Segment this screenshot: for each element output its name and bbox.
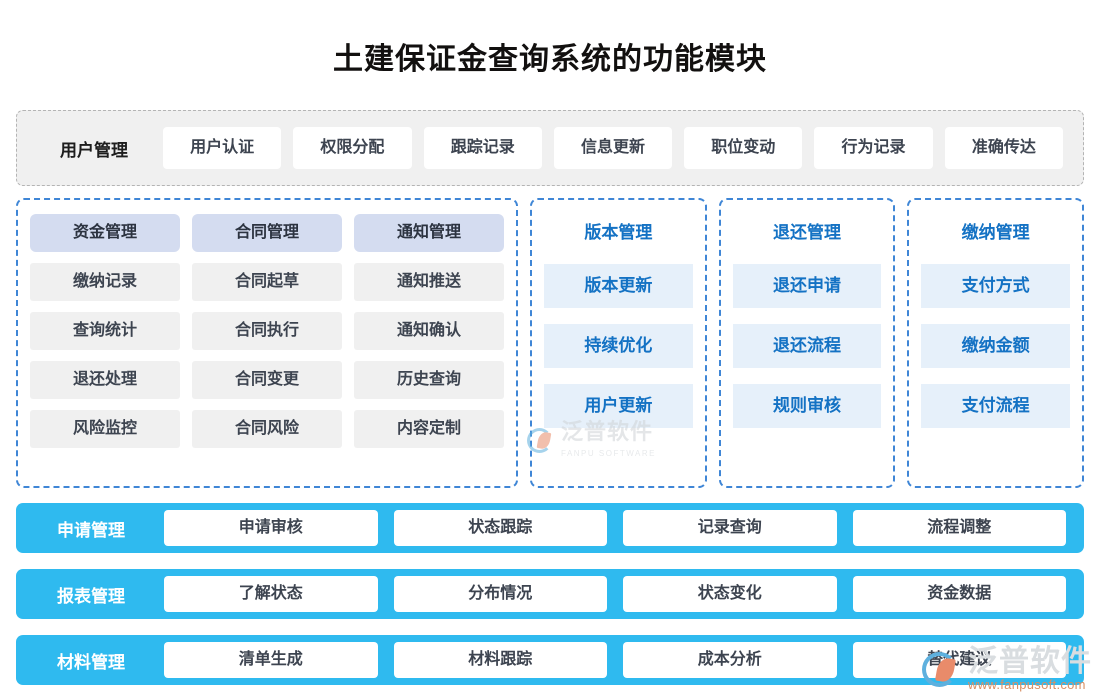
bar-chip-application-review[interactable]: 申请审核 [164,510,378,546]
column-head-contract[interactable]: 合同管理 [192,214,342,252]
group-refund-management: 退还管理 退还申请 退还流程 规则审核 [718,198,896,488]
cell-contract-execute[interactable]: 合同执行 [192,312,342,350]
top-chip-permission[interactable]: 权限分配 [293,127,412,169]
top-chip-accurate-delivery[interactable]: 准确传达 [944,127,1063,169]
cell-continuous-optimize[interactable]: 持续优化 [544,324,693,368]
cell-rule-review[interactable]: 规则审核 [732,384,882,428]
cell-payment-method[interactable]: 支付方式 [921,264,1071,308]
bar-chip-cost-analysis[interactable]: 成本分析 [623,642,837,678]
cell-contract-draft[interactable]: 合同起草 [192,263,342,301]
top-chip-position-change[interactable]: 职位变动 [684,127,803,169]
group-version-management: 版本管理 版本更新 持续优化 用户更新 [530,198,707,488]
row-lead-label: 用户管理 [60,140,128,160]
cell-refund-process[interactable]: 退还处理 [30,361,180,399]
bar-chip-material-tracking[interactable]: 材料跟踪 [393,642,607,678]
group-head-refund[interactable]: 退还管理 [773,223,841,242]
column-head-notice[interactable]: 通知管理 [354,214,504,252]
cell-query-stats[interactable]: 查询统计 [30,312,180,350]
bar-application-management: 申请管理 申请审核 状态跟踪 记录查询 流程调整 [16,503,1084,553]
cell-risk-monitor[interactable]: 风险监控 [30,410,180,448]
column-fund-management: 资金管理 缴纳记录 查询统计 退还处理 风险监控 [30,214,180,472]
user-management-row: 用户管理 用户认证 权限分配 跟踪记录 信息更新 职位变动 行为记录 准确传达 [16,110,1084,186]
cell-notice-confirm[interactable]: 通知确认 [354,312,504,350]
group-head-version[interactable]: 版本管理 [584,223,653,242]
bar-chip-status-change[interactable]: 状态变化 [623,576,837,612]
bar-chip-list-generate[interactable]: 清单生成 [164,642,378,678]
cell-refund-flow[interactable]: 退还流程 [732,324,882,368]
group-payment-management: 缴纳管理 支付方式 缴纳金额 支付流程 [907,198,1085,488]
bar-chip-substitute-advice[interactable]: 替代建议 [852,642,1066,678]
column-head-fund[interactable]: 资金管理 [30,214,180,252]
bar-chip-status-tracking[interactable]: 状态跟踪 [393,510,607,546]
bar-report-management: 报表管理 了解状态 分布情况 状态变化 资金数据 [16,569,1084,619]
top-chip-info-update[interactable]: 信息更新 [553,127,673,169]
bar-chip-record-query[interactable]: 记录查询 [623,510,837,546]
cell-history-query[interactable]: 历史查询 [354,361,504,399]
cell-content-custom[interactable]: 内容定制 [354,410,504,448]
group-head-payment[interactable]: 缴纳管理 [961,223,1030,242]
bar-chip-distribution[interactable]: 分布情况 [393,576,607,612]
bar-lead-material: 材料管理 [57,652,125,672]
top-chip-user-auth[interactable]: 用户认证 [163,127,282,169]
bar-chip-fund-data[interactable]: 资金数据 [852,576,1066,612]
bar-chip-flow-adjust[interactable]: 流程调整 [852,510,1066,546]
page-title: 土建保证金查询系统的功能模块 [333,43,767,76]
cell-contract-risk[interactable]: 合同风险 [192,410,342,448]
bottom-bars: 申请管理 申请审核 状态跟踪 记录查询 流程调整 报表管理 了解状态 分布情况 … [16,503,1084,685]
bar-lead-report: 报表管理 [57,586,125,606]
group-core-modules: 资金管理 缴纳记录 查询统计 退还处理 风险监控 合同管理 合同起草 合同执行 … [16,198,518,488]
cell-refund-application[interactable]: 退还申请 [732,264,882,308]
bar-material-management: 材料管理 清单生成 材料跟踪 成本分析 替代建议 [16,635,1084,685]
cell-contract-change[interactable]: 合同变更 [192,361,342,399]
bar-chip-know-status[interactable]: 了解状态 [164,576,378,612]
cell-version-update[interactable]: 版本更新 [544,264,693,308]
top-chip-tracking[interactable]: 跟踪记录 [423,127,542,169]
column-notice-management: 通知管理 通知推送 通知确认 历史查询 内容定制 [354,214,504,472]
cell-user-update[interactable]: 用户更新 [544,384,693,428]
column-contract-management: 合同管理 合同起草 合同执行 合同变更 合同风险 [192,214,342,472]
module-groups: 资金管理 缴纳记录 查询统计 退还处理 风险监控 合同管理 合同起草 合同执行 … [16,198,1085,488]
bar-lead-application: 申请管理 [57,520,125,540]
cell-notice-push[interactable]: 通知推送 [354,263,504,301]
top-chip-behavior-log[interactable]: 行为记录 [814,127,933,169]
cell-payment-record[interactable]: 缴纳记录 [30,263,180,301]
cell-payment-amount[interactable]: 缴纳金额 [921,324,1071,368]
cell-payment-flow[interactable]: 支付流程 [921,384,1071,428]
